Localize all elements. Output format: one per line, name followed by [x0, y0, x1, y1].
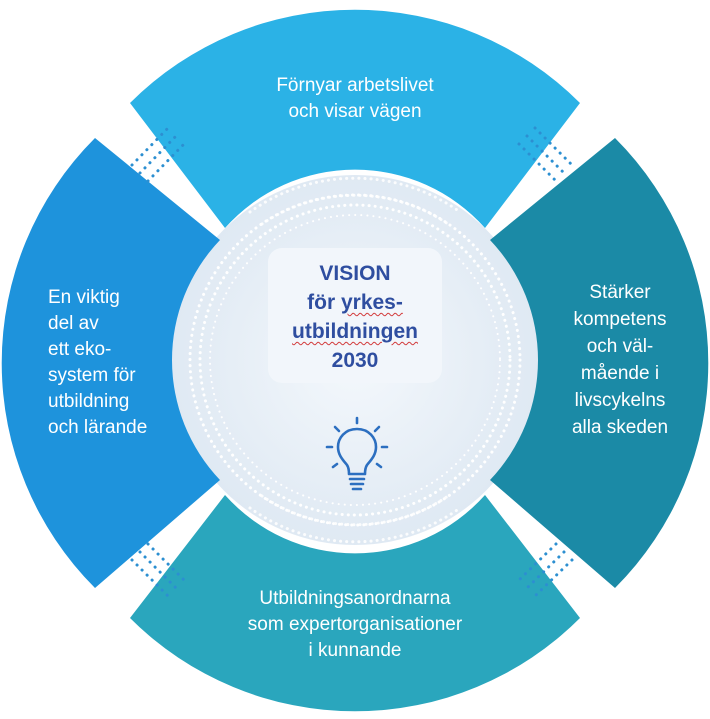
segment-bottom-label: Utbildningsanordnarna som expertorganisa…	[247, 588, 463, 661]
segment-left	[1, 138, 221, 588]
vision-title-line1: VISION	[319, 262, 391, 285]
segment-right	[490, 138, 709, 588]
vision-title-line2-prefix: för	[307, 291, 341, 314]
vision-title-line4: 2030	[331, 349, 379, 372]
segment-left-label: En viktig del av ett eko- system för utb…	[48, 287, 148, 438]
vision-title-line2: för yrkes-	[268, 288, 442, 317]
lightbulb-icon	[325, 416, 389, 491]
vision-title-box: VISION för yrkes- utbildningen 2030	[268, 248, 442, 383]
vision-title-line2-word: yrkes-	[340, 291, 403, 314]
gap-dots	[130, 126, 574, 598]
dotted-rings	[188, 193, 522, 527]
segment-top-label: Förnyar arbetslivet och visar vägen	[276, 75, 434, 122]
segment-bottom	[130, 495, 580, 712]
segment-right-label: Stärker kompetens och väl- mående i livs…	[571, 282, 669, 438]
segment-edge-dots	[248, 176, 462, 544]
segment-top	[130, 9, 580, 228]
vision-title-line3: utbildningen	[292, 320, 418, 343]
